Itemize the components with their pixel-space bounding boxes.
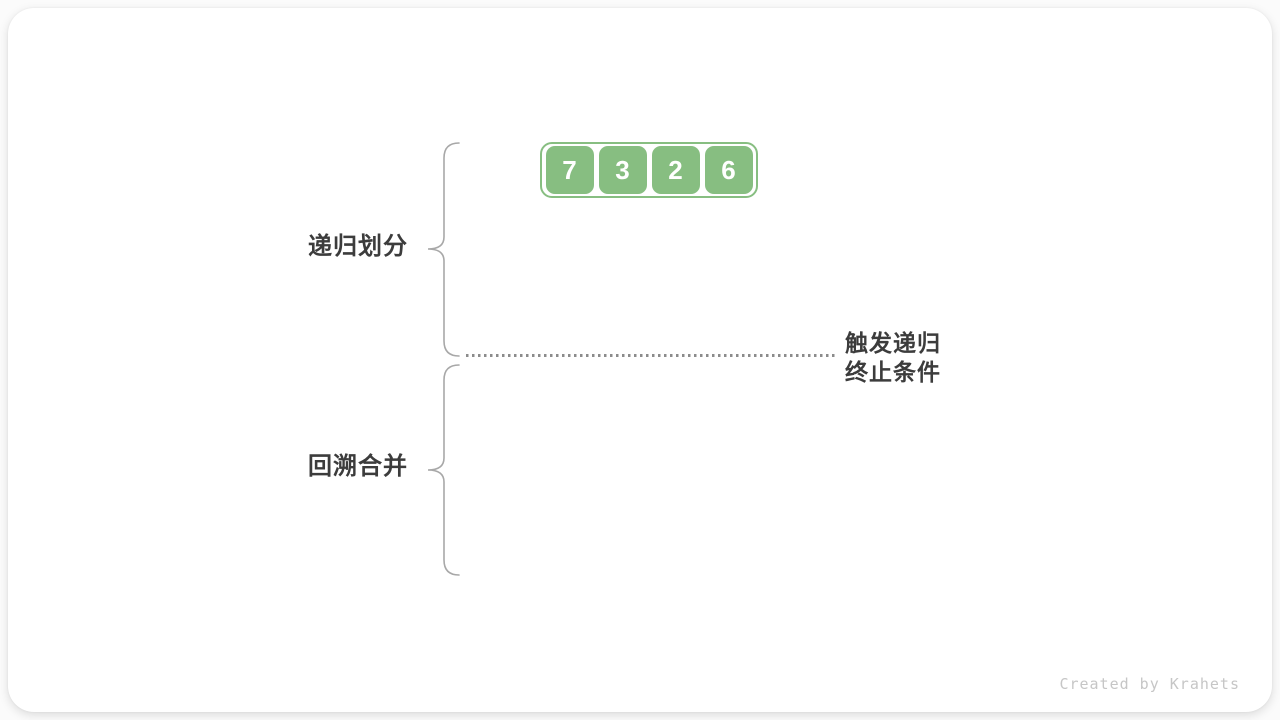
watermark-credit: Created by Krahets [1059, 675, 1240, 693]
array-cell: 3 [598, 146, 647, 194]
array-cell: 2 [651, 146, 700, 194]
recursive-divide-label: 递归划分 [308, 233, 408, 260]
array-cell: 7 [545, 146, 594, 194]
diagram-card [8, 8, 1272, 712]
array-container: 7 3 2 6 [540, 142, 758, 198]
termination-condition-label: 触发递归 终止条件 [845, 329, 941, 387]
termination-label-line2: 终止条件 [845, 359, 941, 385]
array-cell: 6 [704, 146, 753, 194]
termination-label-line1: 触发递归 [845, 330, 941, 356]
backtrack-merge-label: 回溯合并 [308, 453, 408, 480]
termination-dotted-line [466, 354, 836, 357]
